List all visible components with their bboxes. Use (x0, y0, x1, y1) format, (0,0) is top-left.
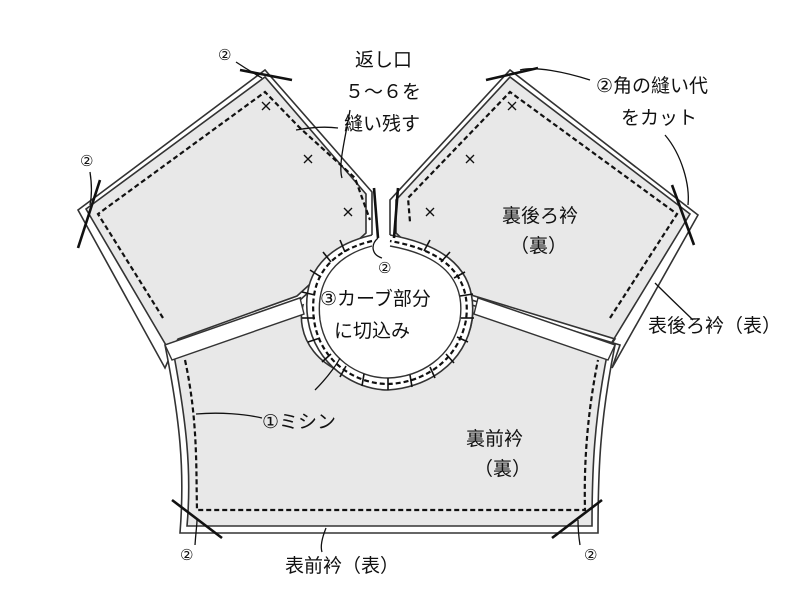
label-corner-cut-line1: ②角の縫い代 (596, 75, 708, 97)
marker-2-top-left: ② (218, 46, 231, 64)
leader-corner-cut-right (664, 134, 689, 206)
corner-cut-top-right (485, 66, 539, 82)
label-opening-line3: 縫い残す (344, 113, 420, 135)
leader-marker-top-left (235, 61, 263, 79)
leader-marker-left (89, 171, 93, 206)
label-back-collar-reverse-line1: 裏後ろ衿 (502, 205, 578, 227)
marker-2-opening: ② (378, 259, 391, 277)
tack-marks (261, 101, 517, 217)
left-collar-seam-strip (164, 297, 305, 361)
leader-corner-cut-top (519, 68, 591, 81)
leader-marker-bottom-left (194, 519, 198, 546)
tack-mark-icon (507, 101, 517, 111)
leader-curve-notch (314, 357, 341, 391)
front-collar-piece (164, 296, 616, 534)
right-collar-seam-strip (473, 297, 616, 361)
corner-cut-left (76, 179, 102, 249)
leader-lines (89, 61, 694, 553)
marker-2-left: ② (80, 152, 93, 170)
tack-mark-icon (425, 207, 435, 217)
label-back-collar-reverse-line2: （裏） (510, 235, 567, 257)
leader-opening-corner (295, 126, 339, 131)
label-front-collar-reverse-line2: （裏） (474, 458, 531, 480)
tack-mark-icon (343, 207, 353, 217)
label-curve-notch-line1: ③カーブ部分 (320, 287, 431, 310)
corner-cut-bottom-right (551, 498, 603, 540)
label-front-collar-front-face: 表前衿（表） (285, 555, 399, 577)
front-collar-stitch-line (183, 359, 600, 512)
leader-opening (340, 109, 351, 179)
marker-2-bottom-left: ② (180, 546, 193, 564)
corner-cut-opening-right (392, 187, 400, 239)
corner-cut-marks (76, 66, 696, 540)
marker-2-bottom-right: ② (584, 546, 597, 564)
corner-cut-top-left (239, 68, 293, 82)
label-back-collar-front-face: 表後ろ衿（表） (648, 315, 781, 337)
label-opening-line1: 返し口 (355, 49, 412, 71)
tack-mark-icon (465, 154, 475, 164)
leader-front-collar-face (320, 527, 327, 553)
corner-cut-bottom-left (171, 498, 223, 540)
tack-mark-icon (261, 101, 271, 111)
neckline-curve (301, 234, 474, 391)
leader-stitch (195, 412, 263, 419)
label-corner-cut-line2: をカット (621, 107, 697, 129)
left-back-collar-stitch-line (96, 90, 372, 319)
label-front-collar-reverse-line1: 裏前衿 (466, 428, 523, 450)
labels: 返し口 ５～６を 縫い残す ②角の縫い代 をカット 裏後ろ衿 （裏） 表後ろ衿（… (80, 46, 781, 577)
curve-notch-cuts (301, 239, 474, 390)
tack-mark-icon (303, 154, 313, 164)
leader-back-collar-face (654, 282, 694, 321)
label-opening-line2: ５～６を (345, 81, 421, 103)
right-back-collar-stitch-line (406, 90, 679, 319)
neckline-inner-edge (318, 245, 462, 379)
leader-marker-opening (372, 237, 383, 259)
corner-cut-right (670, 184, 696, 246)
label-curve-notch-line2: に切込み (334, 320, 410, 342)
leader-marker-bottom-right (577, 519, 581, 546)
label-stitch: ①ミシン (262, 411, 336, 433)
corner-cut-opening-left (372, 187, 380, 239)
